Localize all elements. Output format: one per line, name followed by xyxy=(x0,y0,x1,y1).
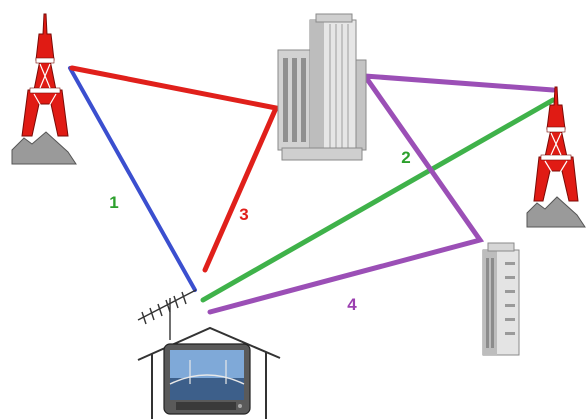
antenna-icon xyxy=(137,289,197,340)
house-outline xyxy=(137,326,281,419)
path-3-label: 3 xyxy=(239,205,248,224)
path-4-line xyxy=(207,73,556,315)
path-3-line xyxy=(69,65,280,273)
skyscraper-icon xyxy=(277,13,367,161)
tv-icon xyxy=(163,343,251,415)
path-1-line xyxy=(68,66,197,292)
office-tower-icon xyxy=(482,242,520,356)
right-tower-icon xyxy=(526,86,586,228)
path-4-label: 4 xyxy=(347,295,357,314)
path-2-line xyxy=(200,97,556,303)
path-1-label: 1 xyxy=(109,193,118,212)
house-tv-antenna-icon xyxy=(137,289,281,419)
left-tower-icon xyxy=(11,13,77,165)
signal-paths xyxy=(68,65,556,315)
path-labels: 1 2 3 4 xyxy=(109,148,410,314)
path-2-label: 2 xyxy=(401,148,410,167)
